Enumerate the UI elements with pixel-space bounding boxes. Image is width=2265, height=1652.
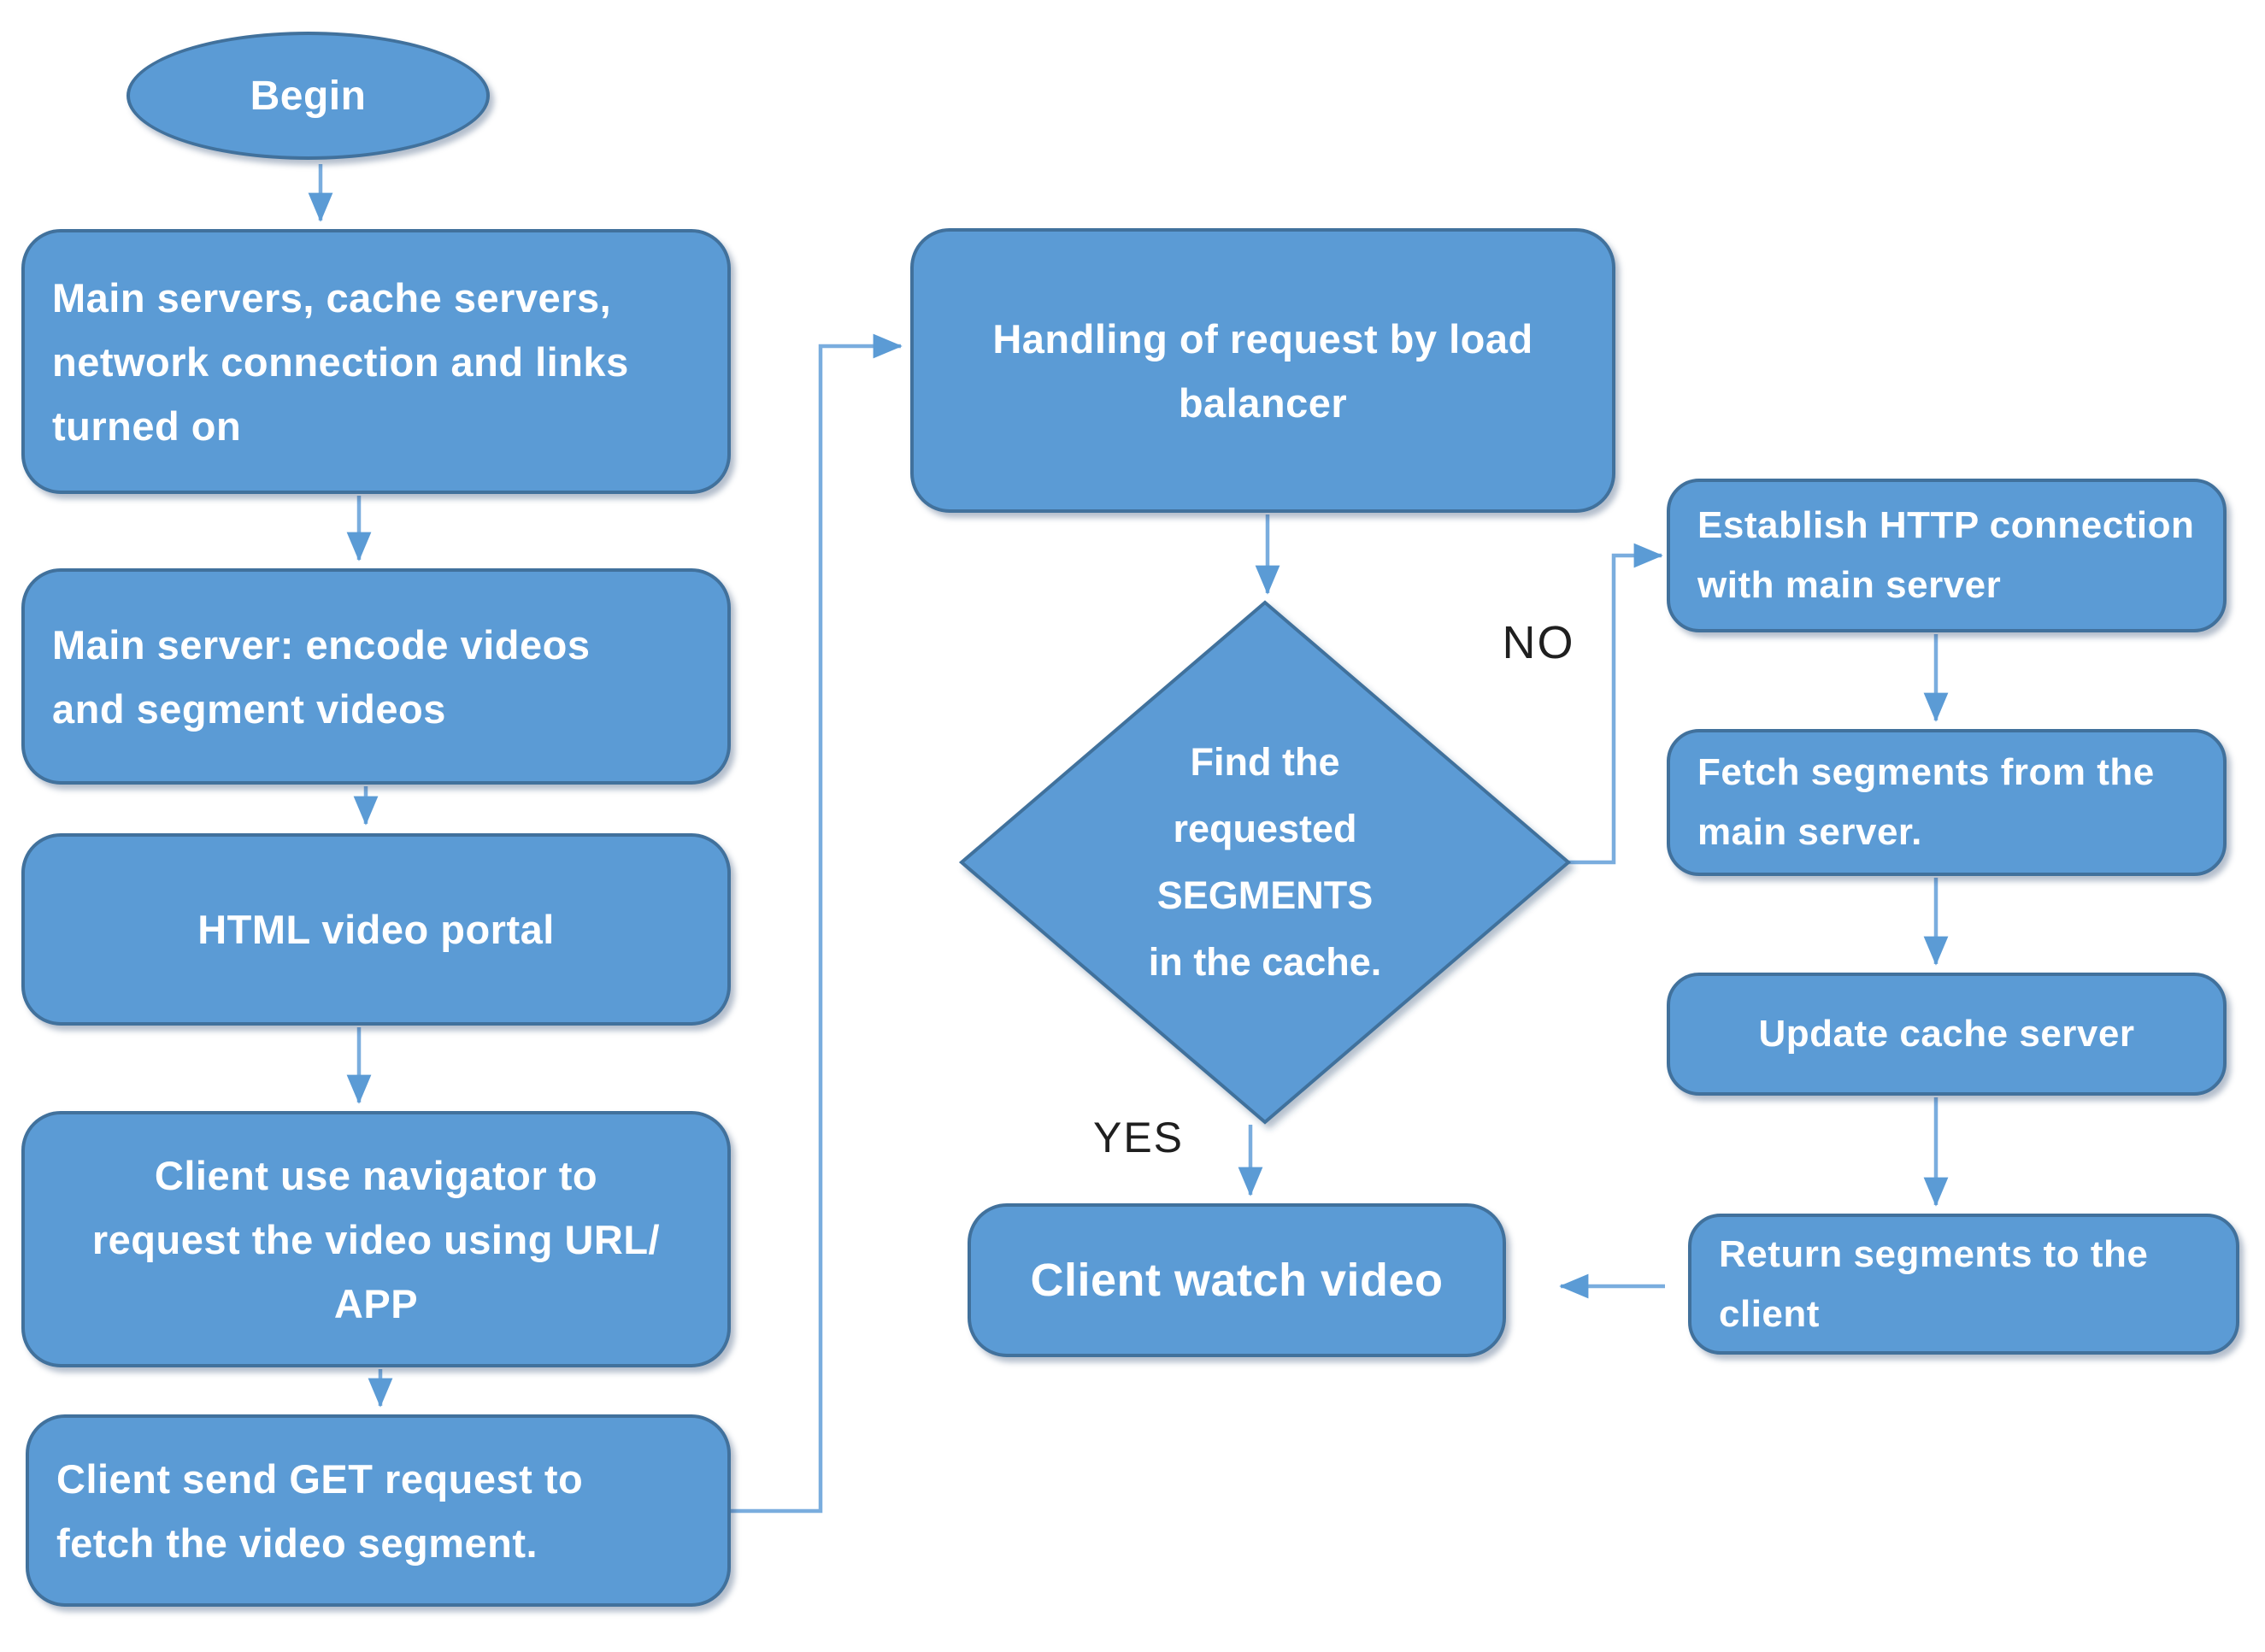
node-servers-on-label: Main servers, cache servers, network con… xyxy=(52,274,629,449)
node-client-navigator: Client use navigator to request the vide… xyxy=(21,1111,731,1367)
node-watch-video-label: Client watch video xyxy=(1030,1255,1444,1306)
node-update-cache: Update cache server xyxy=(1667,973,2227,1096)
node-fetch-segments-label: Fetch segments from the main server. xyxy=(1697,751,2155,853)
node-find-segments-label: Find the requested SEGMENTS in the cache… xyxy=(1148,740,1382,984)
node-update-cache-label: Update cache server xyxy=(1758,1013,2135,1055)
node-servers-on: Main servers, cache servers, network con… xyxy=(21,229,731,494)
node-begin: Begin xyxy=(126,32,490,160)
node-establish-http-label: Establish HTTP connection with main serv… xyxy=(1697,504,2195,606)
node-return-segments: Return segments to the client xyxy=(1688,1214,2239,1355)
edge-diamond-establish-no xyxy=(1568,543,1663,865)
node-load-balancer-label: Handling of request by load balancer xyxy=(992,315,1533,426)
node-html-video-portal: HTML video portal xyxy=(21,833,731,1026)
node-begin-label: Begin xyxy=(250,73,367,119)
node-html-video-portal-label: HTML video portal xyxy=(197,907,555,952)
node-establish-http: Establish HTTP connection with main serv… xyxy=(1667,479,2227,632)
node-fetch-segments: Fetch segments from the main server. xyxy=(1667,729,2227,876)
node-encode-videos: Main server: encode videos and segment v… xyxy=(21,568,731,785)
node-get-request-label: Client send GET request to fetch the vid… xyxy=(56,1455,584,1566)
edge-getrequest-loadbalancer xyxy=(731,333,903,1514)
node-client-navigator-label: Client use navigator to request the vide… xyxy=(91,1152,661,1326)
node-return-segments-label: Return segments to the client xyxy=(1719,1232,2149,1335)
edge-label-yes: YES xyxy=(1092,1114,1185,1161)
node-encode-videos-label: Main server: encode videos and segment v… xyxy=(52,621,591,732)
edge-label-no: NO xyxy=(1502,617,1575,668)
node-get-request: Client send GET request to fetch the vid… xyxy=(26,1414,731,1607)
node-watch-video: Client watch video xyxy=(968,1203,1506,1357)
node-load-balancer: Handling of request by load balancer xyxy=(910,228,1615,513)
